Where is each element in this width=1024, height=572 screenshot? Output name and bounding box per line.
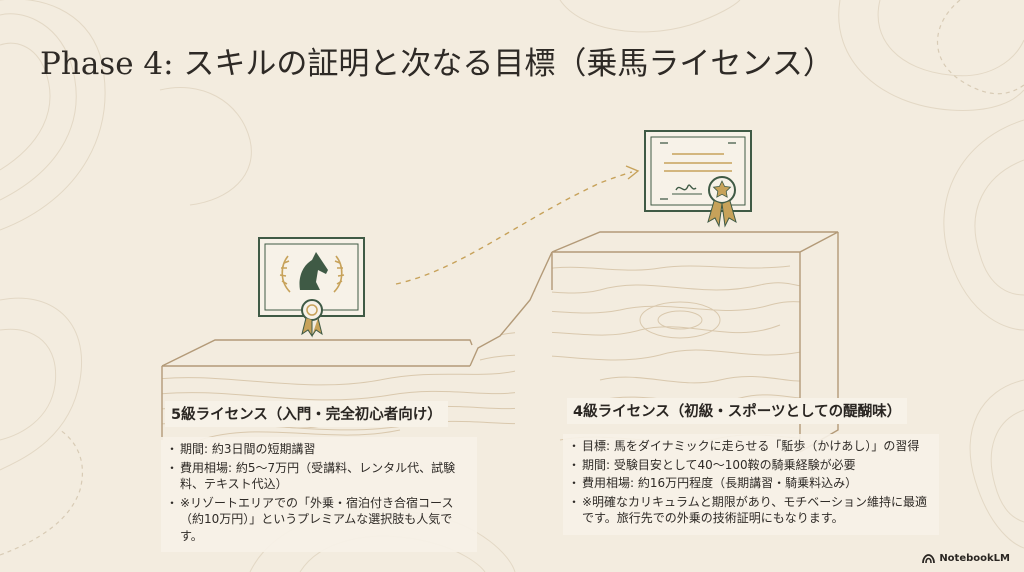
level4-heading: 4級ライセンス（初級・スポーツとしての醍醐味） [567, 398, 908, 424]
list-item: 期間: 受験目安として40〜100鞍の騎乗経験が必要 [568, 457, 931, 474]
list-item: 期間: 約3日間の短期講習 [166, 441, 469, 458]
list-item: 費用相場: 約16万円程度（長期講習・騎乗料込み） [568, 475, 931, 492]
list-item: ※リゾートエリアでの「外乗・宿泊付き合宿コース（約10万円）」というプレミアムな… [166, 495, 469, 545]
diploma-certificate-icon [644, 130, 752, 228]
horse-certificate-icon [258, 237, 365, 338]
level4-panel: 4級ライセンス（初級・スポーツとしての醍醐味） 目標: 馬をダイナミックに走らせ… [563, 398, 939, 535]
notebooklm-logo: NotebookLM [922, 553, 1010, 564]
brand-name: NotebookLM [939, 553, 1010, 564]
page-title: Phase 4: スキルの証明と次なる目標（乗馬ライセンス） [40, 46, 834, 82]
list-item: 目標: 馬をダイナミックに走らせる「駈歩（かけあし）」の習得 [568, 438, 931, 455]
list-item: 費用相場: 約5〜7万円（受講料、レンタル代、試験料、テキスト代込） [166, 460, 469, 493]
level5-panel: 5級ライセンス（入門・完全初心者向け） 期間: 約3日間の短期講習 費用相場: … [161, 401, 477, 552]
list-item: ※明確なカリキュラムと期限があり、モチベーション維持に最適です。旅行先での外乗の… [568, 494, 931, 527]
level4-bullet-list: 目標: 馬をダイナミックに走らせる「駈歩（かけあし）」の習得 期間: 受験目安と… [563, 434, 939, 535]
notebooklm-icon [922, 553, 936, 563]
level5-bullet-list: 期間: 約3日間の短期講習 費用相場: 約5〜7万円（受講料、レンタル代、試験料… [161, 437, 477, 552]
level5-heading: 5級ライセンス（入門・完全初心者向け） [165, 401, 448, 427]
